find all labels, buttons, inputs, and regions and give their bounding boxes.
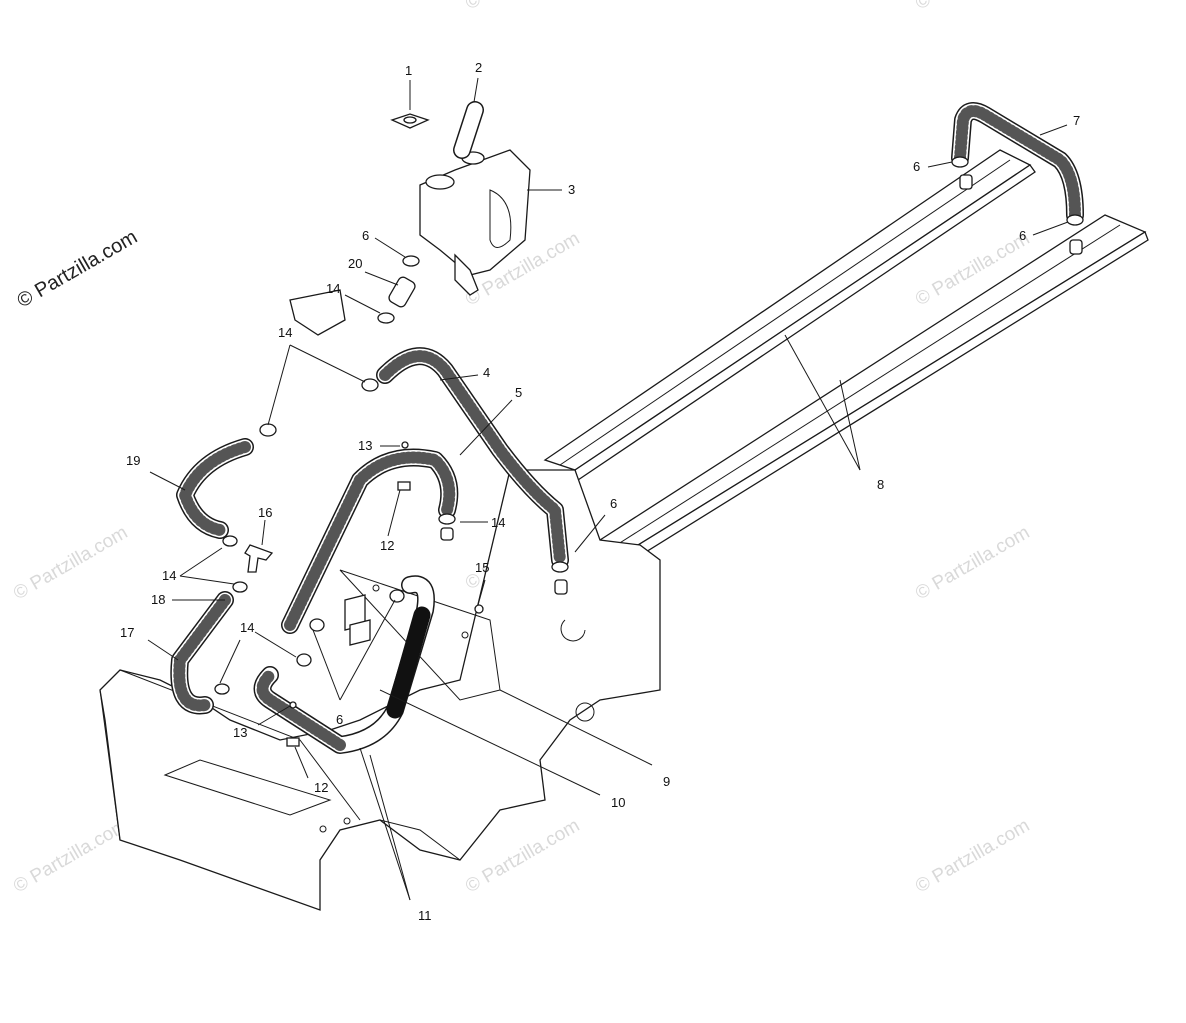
hose-19 <box>176 438 254 539</box>
callout-4: 4 <box>483 365 490 380</box>
callout-labels: 1 2 3 6 20 14 14 4 5 7 6 6 13 19 16 14 1… <box>120 60 1080 923</box>
callout-14: 14 <box>278 325 292 340</box>
watermark: © Partzilla.com <box>10 522 131 604</box>
callout-6: 6 <box>362 228 369 243</box>
callout-7: 7 <box>1073 113 1080 128</box>
callout-19: 19 <box>126 453 140 468</box>
callout-14: 14 <box>326 281 340 296</box>
hose-4 <box>376 347 569 569</box>
callout-20: 20 <box>348 256 362 271</box>
callout-11: 11 <box>418 908 432 923</box>
callout-8: 8 <box>877 477 884 492</box>
heat-exchanger-rails <box>543 149 1149 562</box>
partzilla-watermark: © Partzilla.com <box>14 226 142 312</box>
callout-10: 10 <box>611 795 625 810</box>
coolant-reservoir <box>419 149 531 296</box>
callout-16: 16 <box>258 505 272 520</box>
leader-lines <box>147 77 1069 901</box>
callout-18: 18 <box>151 592 165 607</box>
watermark: © Partzilla.com <box>912 522 1033 604</box>
callout-6: 6 <box>1019 228 1026 243</box>
callout-3: 3 <box>568 182 575 197</box>
callout-17: 17 <box>120 625 134 640</box>
callout-6: 6 <box>336 712 343 727</box>
callout-12: 12 <box>380 538 394 553</box>
callout-14: 14 <box>162 568 176 583</box>
watermark: © Partzilla.com <box>912 815 1033 897</box>
callout-2: 2 <box>475 60 482 75</box>
callout-14: 14 <box>491 515 505 530</box>
hose-7 <box>951 102 1084 224</box>
callout-6: 6 <box>610 496 617 511</box>
hose-11 <box>253 575 435 754</box>
callout-13: 13 <box>233 725 247 740</box>
watermark: © Partzilla.com <box>912 0 1033 14</box>
watermark: © Partzilla.com <box>10 815 131 897</box>
reservoir-cap <box>390 113 430 129</box>
callout-9: 9 <box>663 774 670 789</box>
callout-14: 14 <box>240 620 254 635</box>
watermark: © Partzilla.com <box>462 0 583 14</box>
callout-13: 13 <box>358 438 372 453</box>
callout-1: 1 <box>405 63 412 78</box>
callout-12: 12 <box>314 780 328 795</box>
fittings <box>214 156 1084 747</box>
hose-5 <box>281 448 459 634</box>
callout-6: 6 <box>913 159 920 174</box>
callout-5: 5 <box>515 385 522 400</box>
hose-17 <box>170 591 234 715</box>
callout-15: 15 <box>475 560 489 575</box>
